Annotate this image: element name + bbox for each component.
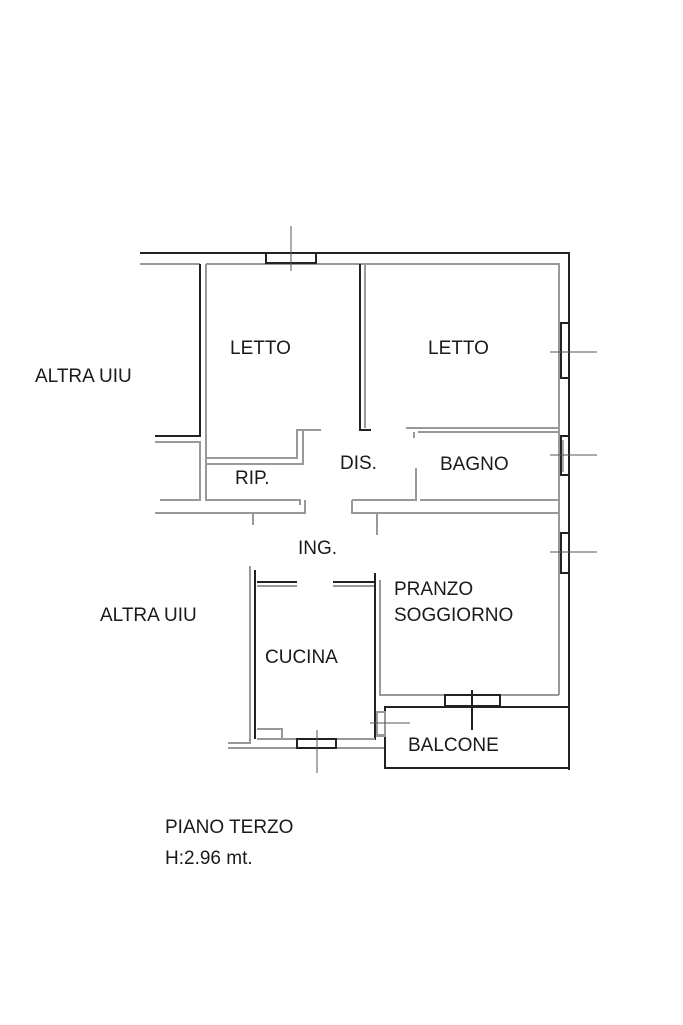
room-label-ing: ING.	[298, 538, 338, 559]
room-label-letto: LETTO	[230, 338, 291, 359]
ing-left-wall	[155, 500, 306, 525]
neighbor-label: ALTRA UIU	[35, 366, 132, 387]
bagno-top	[413, 431, 559, 438]
ing-right-wall	[351, 500, 559, 535]
bedroom-partition	[359, 264, 371, 431]
cucina-counter	[257, 728, 283, 739]
window-letto	[560, 322, 570, 379]
height-caption: H:2.96 mt.	[165, 848, 253, 869]
letto-left-wall	[205, 264, 301, 505]
letto-bottom-wall	[206, 429, 321, 459]
room-label-soggiorno: SOGGIORNO	[394, 605, 514, 626]
left-wall-upper	[155, 264, 201, 437]
room-label-rip: RIP.	[235, 468, 270, 489]
window-soggiorno	[560, 532, 570, 574]
floor-caption: PIANO TERZO	[165, 817, 294, 838]
window-cucina-side	[376, 711, 386, 737]
walls	[140, 252, 570, 770]
rip-top-wall	[206, 431, 304, 465]
cucina-outer-left	[228, 566, 251, 744]
outer-wall	[140, 252, 570, 770]
room-label-cucina: CUCINA	[265, 647, 338, 668]
bagno-walls	[352, 468, 559, 501]
room-label-bagno: BAGNO	[440, 454, 509, 475]
window-axis	[550, 440, 597, 472]
room-label-balcone: BALCONE	[408, 735, 499, 756]
room-label-dis: DIS.	[340, 453, 377, 474]
neighbor-label: ALTRA UIU	[100, 605, 197, 626]
room-label-letto: LETTO	[428, 338, 489, 359]
inner-perimeter	[206, 263, 560, 695]
left-wall-mid	[155, 441, 201, 501]
windows	[265, 226, 597, 773]
room-label-pranzo: PRANZO	[394, 579, 474, 600]
